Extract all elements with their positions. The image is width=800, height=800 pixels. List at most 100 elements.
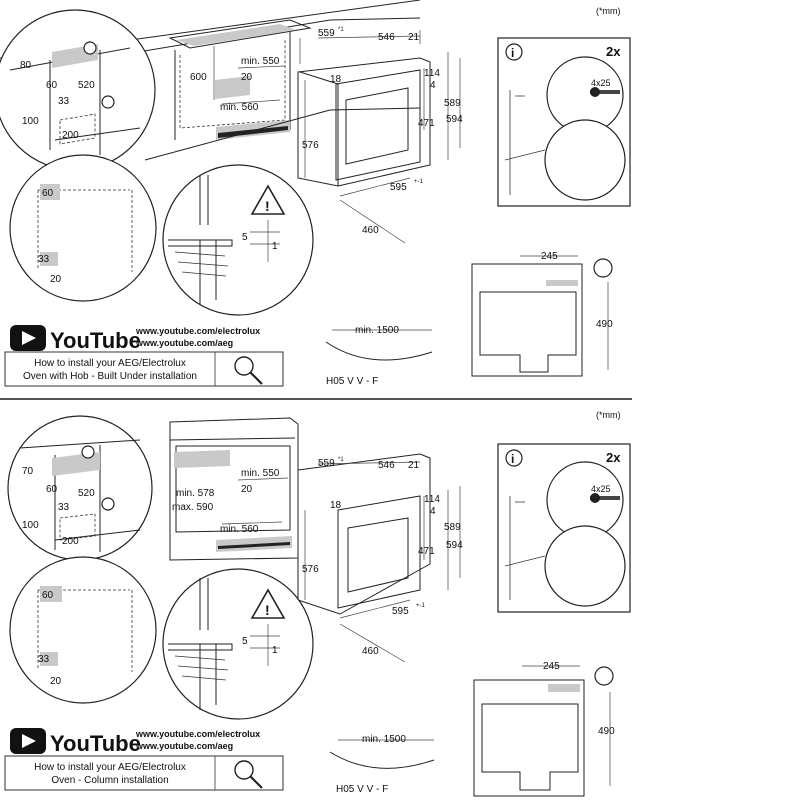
svg-text:589: 589	[444, 522, 461, 533]
svg-text:1: 1	[272, 241, 278, 252]
svg-text:20: 20	[50, 676, 62, 687]
svg-text:600: 600	[190, 72, 207, 83]
svg-text:5: 5	[242, 232, 248, 243]
cavity-frame	[471, 263, 583, 377]
svg-text:20: 20	[50, 274, 62, 285]
screw-icon	[590, 493, 620, 503]
installation-panel-column: (*mm) min. 578 max. 590 min. 550 20 min.…	[0, 400, 800, 800]
cavity-frame	[473, 679, 585, 797]
svg-text:min. 560: min. 560	[220, 524, 259, 535]
svg-text:460: 460	[362, 225, 379, 236]
youtube-wordmark: YouTube	[50, 731, 141, 756]
svg-text:H05 V V - F: H05 V V - F	[336, 784, 388, 795]
svg-text:594: 594	[446, 114, 463, 125]
youtube-logo-icon	[10, 728, 46, 754]
svg-text:min. 550: min. 550	[241, 56, 280, 67]
ground-symbol-icon	[83, 41, 97, 55]
search-magnifier-icon[interactable]	[234, 356, 263, 385]
svg-text:4: 4	[430, 80, 436, 91]
warning-icon: !	[250, 588, 286, 619]
svg-text:min. 1500: min. 1500	[362, 734, 406, 745]
svg-text:min. 578: min. 578	[176, 488, 215, 499]
svg-text:+-1: +-1	[416, 603, 426, 609]
svg-text:471: 471	[418, 546, 435, 557]
svg-text:2x: 2x	[606, 450, 621, 465]
svg-text:60: 60	[42, 188, 54, 199]
svg-text:+-1: +-1	[414, 179, 424, 185]
oven-body	[297, 453, 431, 615]
youtube-url[interactable]: www.youtube.com/electrolux	[135, 729, 260, 739]
info-icon	[505, 43, 523, 61]
youtube-logo-icon	[10, 325, 46, 351]
svg-text:min. 560: min. 560	[220, 102, 259, 113]
youtube-url[interactable]: www.youtube.com/aeg	[135, 741, 233, 751]
svg-text:245: 245	[543, 661, 560, 672]
svg-text:20: 20	[241, 484, 253, 495]
screw-icon	[590, 87, 620, 97]
ground-symbol-icon	[101, 497, 115, 511]
svg-text:18: 18	[330, 74, 342, 85]
svg-text:H05 V V - F: H05 V V - F	[326, 376, 378, 387]
svg-text:520: 520	[78, 488, 95, 499]
svg-text:200: 200	[62, 130, 79, 141]
svg-text:i: i	[511, 452, 514, 466]
installation-diagram: (*mm) min. 578 max. 590 min. 550 20 min.…	[4, 410, 631, 797]
ground-symbol-icon	[81, 445, 95, 459]
svg-text:60: 60	[42, 590, 54, 601]
ground-symbol-icon	[594, 666, 614, 686]
svg-text:70: 70	[22, 466, 34, 477]
svg-text:min. 1500: min. 1500	[355, 325, 399, 336]
power-cable	[329, 751, 435, 769]
svg-text:*1: *1	[338, 457, 344, 463]
svg-text:576: 576	[302, 564, 319, 575]
svg-text:546: 546	[378, 32, 395, 43]
oven-window	[347, 517, 409, 593]
svg-text:559: 559	[318, 28, 335, 39]
svg-text:576: 576	[302, 140, 319, 151]
svg-text:114: 114	[424, 68, 440, 79]
svg-text:i: i	[511, 46, 514, 60]
svg-text:Oven with Hob - Built Under in: Oven with Hob - Built Under installation	[23, 371, 197, 382]
svg-text:4x25: 4x25	[591, 78, 611, 88]
oven-body	[297, 57, 431, 187]
svg-text:546: 546	[378, 460, 395, 471]
svg-text:Oven - Column installation: Oven - Column installation	[51, 775, 168, 786]
hob-cutout	[168, 19, 312, 49]
installation-panel-built-under: (*mm) 600 min. 550 20 min. 560 80 60 520…	[0, 0, 631, 387]
svg-text:21: 21	[408, 460, 420, 471]
search-magnifier-icon[interactable]	[234, 760, 263, 789]
svg-text:33: 33	[58, 502, 70, 513]
svg-text:min. 550: min. 550	[241, 468, 280, 479]
svg-text:100: 100	[22, 116, 39, 127]
svg-text:490: 490	[598, 726, 615, 737]
svg-text:5: 5	[242, 636, 248, 647]
svg-text:114: 114	[424, 494, 440, 505]
unit-note: (*mm)	[596, 6, 621, 16]
svg-text:520: 520	[78, 80, 95, 91]
power-cable	[325, 341, 433, 361]
video-search-box[interactable]	[4, 755, 284, 791]
svg-text:60: 60	[46, 484, 58, 495]
svg-text:594: 594	[446, 540, 463, 551]
svg-text:!: !	[265, 602, 270, 618]
svg-text:60: 60	[46, 80, 58, 91]
detail-circle-side	[9, 556, 157, 704]
svg-text:4x25: 4x25	[591, 484, 611, 494]
svg-text:595: 595	[390, 182, 407, 193]
svg-text:33: 33	[38, 254, 50, 265]
warning-icon: !	[250, 184, 286, 215]
youtube-url[interactable]: www.youtube.com/aeg	[135, 338, 233, 348]
svg-text:max. 590: max. 590	[172, 502, 214, 513]
svg-text:4: 4	[430, 506, 436, 517]
ground-symbol-icon	[593, 258, 613, 278]
youtube-url[interactable]: www.youtube.com/electrolux	[135, 326, 260, 336]
unit-note: (*mm)	[596, 410, 621, 420]
svg-text:!: !	[265, 198, 270, 214]
video-search-box[interactable]	[4, 351, 284, 387]
svg-text:33: 33	[38, 654, 50, 665]
ground-symbol-icon	[101, 95, 115, 109]
svg-text:490: 490	[596, 319, 613, 330]
svg-text:33: 33	[58, 96, 70, 107]
svg-text:200: 200	[62, 536, 79, 547]
svg-text:21: 21	[408, 32, 420, 43]
